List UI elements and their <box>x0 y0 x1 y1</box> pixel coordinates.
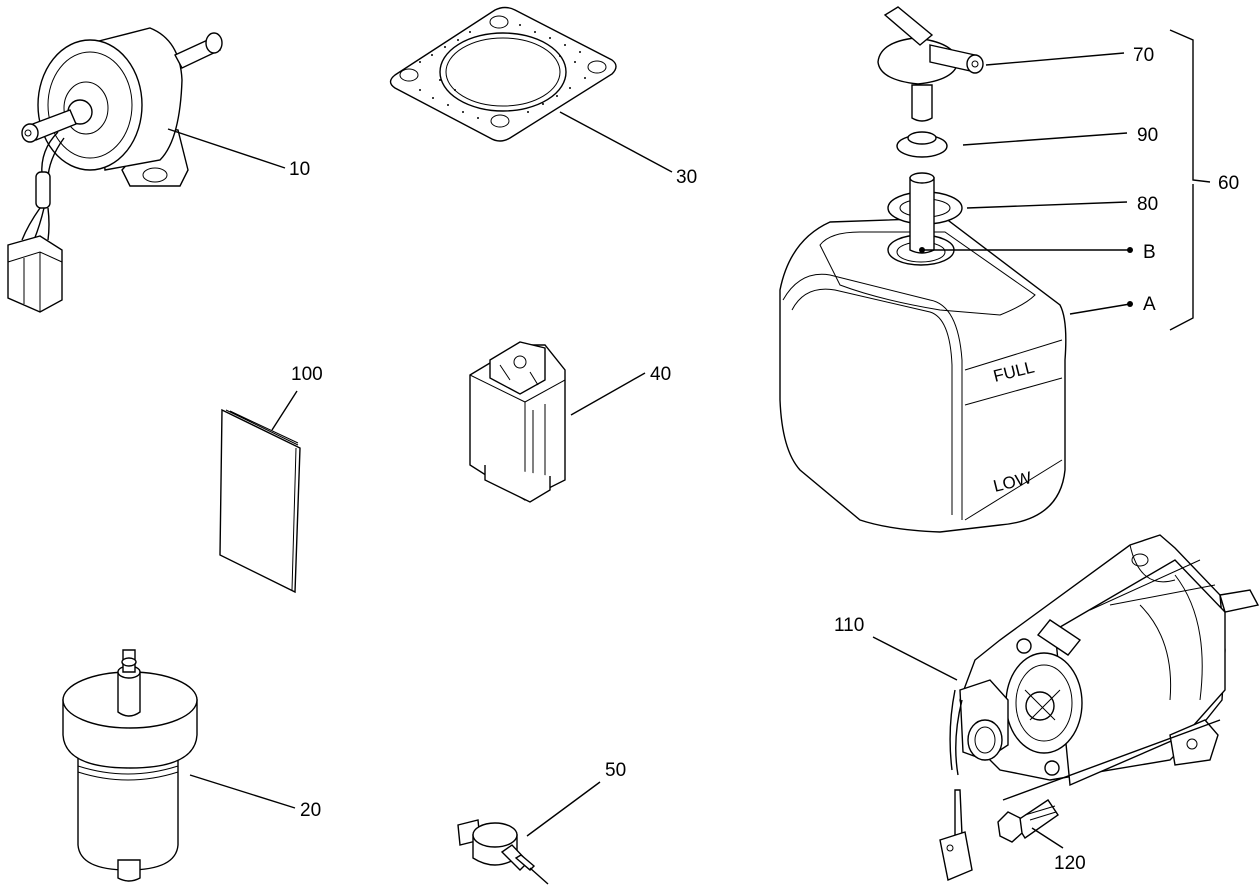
leader-lines <box>167 29 1221 849</box>
callout-20: 20 <box>300 800 321 821</box>
gasket <box>389 6 617 142</box>
callout-100: 100 <box>291 364 323 385</box>
callout-90: 90 <box>1137 125 1158 146</box>
callout-labels: 10 20 30 40 50 60 70 90 80 B A 100 110 1… <box>289 45 1239 874</box>
callout-60: 60 <box>1218 173 1239 194</box>
callout-30: 30 <box>676 167 697 188</box>
callout-10: 10 <box>289 159 310 180</box>
reservoir-tank: FULL LOW <box>779 6 1067 533</box>
fuel-pump <box>7 27 223 313</box>
callout-40: 40 <box>650 364 671 385</box>
callout-b: B <box>1143 242 1156 263</box>
fuel-filter <box>62 649 198 882</box>
bolt <box>997 799 1059 843</box>
callout-120: 120 <box>1054 853 1086 874</box>
sensor-switch <box>457 819 549 885</box>
relay <box>469 341 566 503</box>
callout-80: 80 <box>1137 194 1158 215</box>
callout-110: 110 <box>834 615 864 636</box>
booklet <box>219 408 301 594</box>
callout-70: 70 <box>1133 45 1154 66</box>
starter-motor <box>939 534 1260 881</box>
callout-50: 50 <box>605 760 626 781</box>
callout-a: A <box>1143 294 1156 315</box>
